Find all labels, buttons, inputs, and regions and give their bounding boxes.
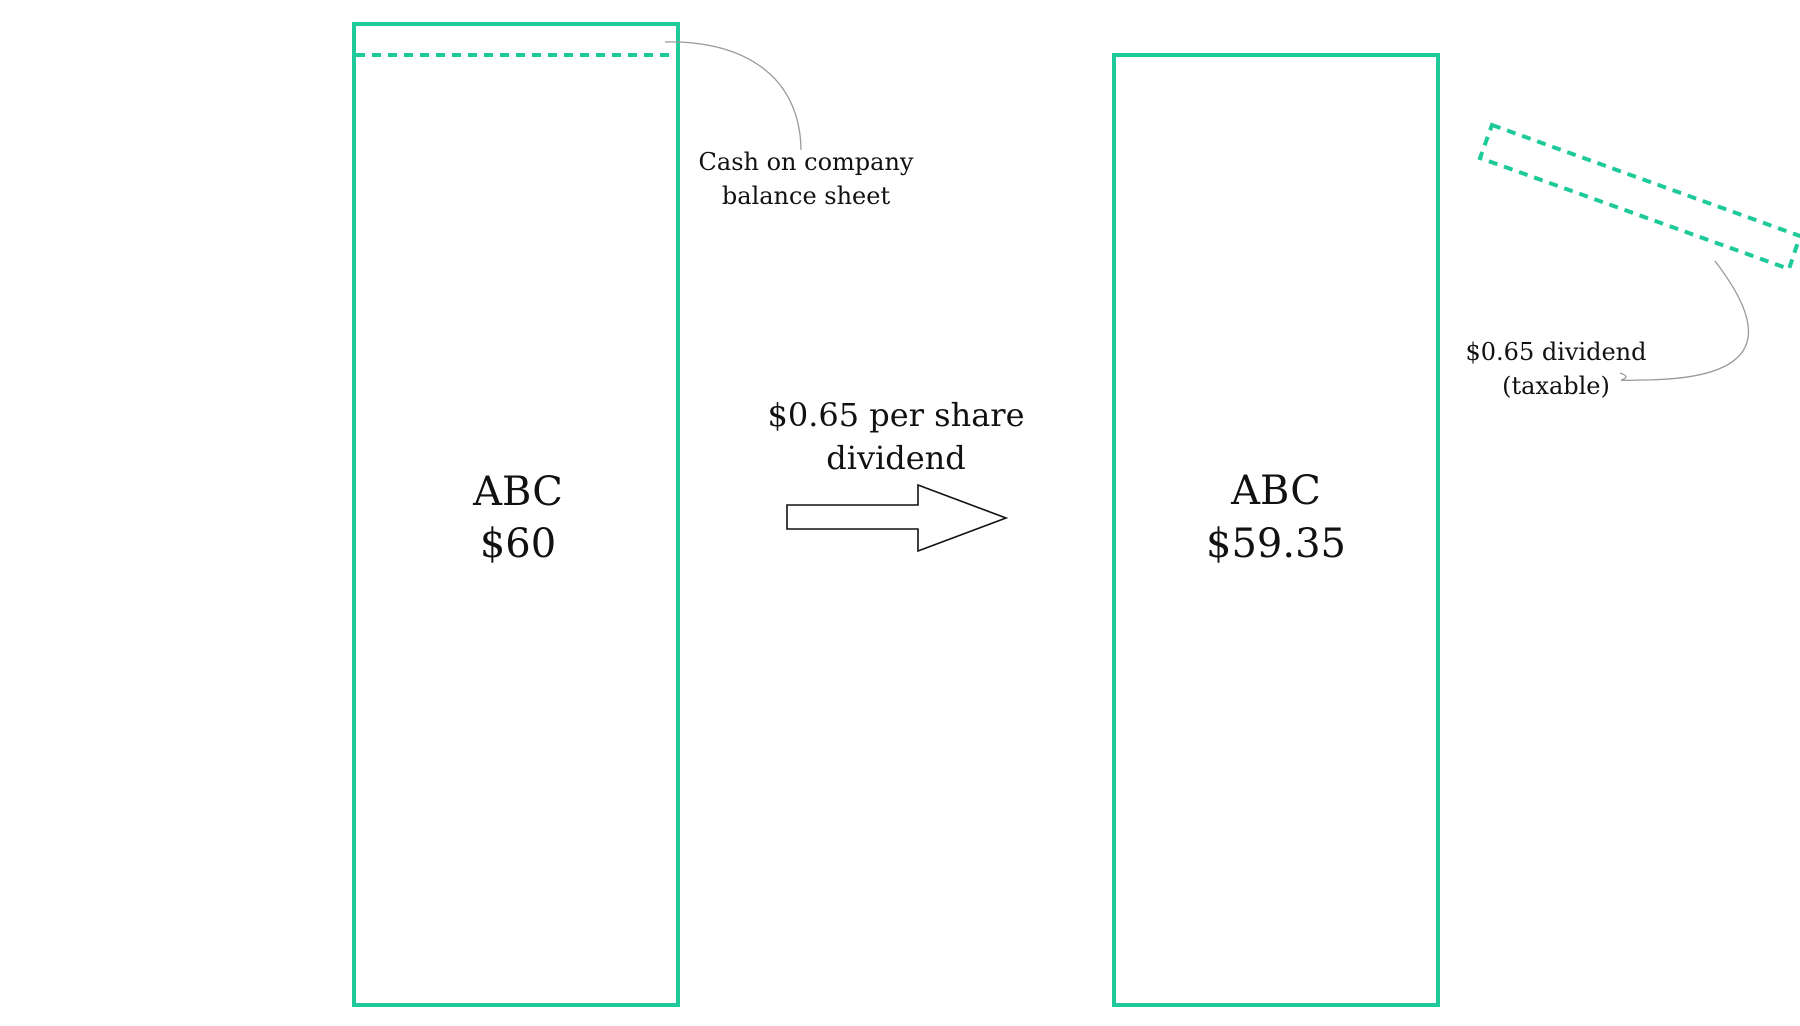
dividend-leader-line — [1619, 260, 1750, 381]
after-stock-box — [1112, 53, 1440, 1007]
before-ticker: ABC — [472, 469, 563, 515]
after-ticker: ABC — [1230, 468, 1321, 514]
after-price: $59.35 — [1206, 521, 1346, 567]
dividend-paid-dashed-bar — [1477, 122, 1800, 272]
before-price: $60 — [480, 521, 556, 567]
cash-leader-line — [664, 41, 802, 151]
cash-callout-line1: Cash on company — [699, 148, 914, 176]
dividend-callout-line2: (taxable) — [1502, 372, 1610, 400]
transition-label-line1: $0.65 per share — [767, 396, 1024, 434]
cash-callout-line2: balance sheet — [722, 182, 891, 210]
before-stock-box — [352, 22, 680, 1007]
dividend-callout-line1: $0.65 dividend — [1466, 338, 1647, 366]
right-arrow-icon — [786, 483, 1009, 553]
transition-label-line2: dividend — [826, 439, 966, 477]
